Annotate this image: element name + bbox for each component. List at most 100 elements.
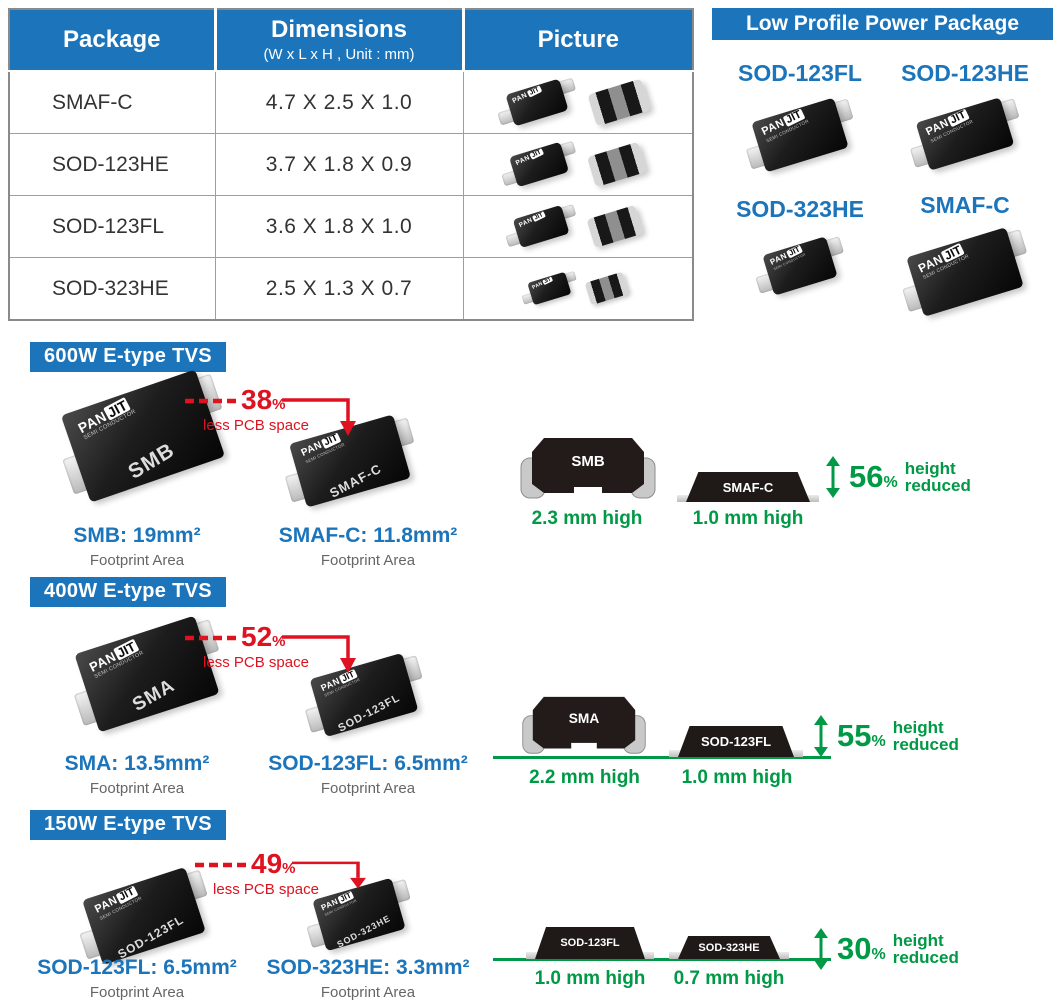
package-photo-bottom-view (586, 141, 647, 188)
package-dimensions-cell: 2.5 X 1.3 X 0.7 (214, 257, 464, 321)
pcb-space-annotation: 52% less PCB space (185, 621, 415, 685)
side-profile-new: SOD-123FL (669, 726, 803, 757)
package-name-cell: SMAF-C (8, 70, 216, 134)
footprint-old: SMB: 19mm² Footprint Area (73, 524, 201, 569)
footprint-old: SMA: 13.5mm² Footprint Area (64, 752, 210, 797)
gullwing-package-profile: SMB (520, 438, 656, 499)
updown-arrow-icon (814, 715, 828, 757)
height-label-old: 1.0 mm high (534, 968, 646, 989)
side-profile-old: SOD-123FL SOD-123FL (526, 927, 654, 959)
space-saving-label: less PCB space (213, 881, 319, 898)
height-reduction-percent: 56% (849, 459, 898, 494)
pcb-space-annotation: 49% less PCB space (195, 848, 425, 912)
height-label-new: 0.7 mm high (673, 968, 785, 989)
col-header-picture: Picture (461, 9, 693, 72)
package-dimensions-cell: 4.7 X 2.5 X 1.0 (214, 70, 464, 134)
package-body (584, 271, 629, 306)
package-name-cell: SOD-123HE (8, 133, 216, 196)
dashed-line (195, 862, 247, 868)
height-label-new: 1.0 mm high (692, 508, 804, 529)
footprint-new: SOD-123FL: 6.5mm² Footprint Area (268, 752, 468, 797)
space-saving-label: less PCB space (203, 417, 309, 434)
arrow-down-icon (282, 635, 356, 673)
section-banner: 150W E-type TVS (30, 810, 226, 840)
col-header-package-label: Package (63, 25, 161, 53)
package-dimensions-cell: 3.6 X 1.8 X 1.0 (214, 195, 464, 258)
height-reduction-percent: 55% (837, 718, 886, 753)
height-label-old: 2.3 mm high (531, 508, 643, 529)
col-header-dimensions-unit: (W x L x H , Unit : mm) (263, 45, 415, 63)
space-saving-percent: 49% (251, 848, 296, 879)
flat-package-profile: SOD-123FL (669, 726, 803, 757)
col-header-package: Package (9, 9, 217, 72)
side-profile-new: SMAF-C (677, 472, 819, 502)
package-photo-bottom-view (584, 271, 629, 306)
height-reduction-label: height reduced (904, 459, 971, 495)
space-saving-percent: 52% (241, 621, 286, 652)
side-profile-new: SOD-323HE (669, 936, 789, 959)
gullwing-package-profile: SMA (522, 696, 646, 754)
flat-package-profile: SOD-123FL (526, 927, 654, 959)
height-reduction-annotation: 56% height reduced (824, 456, 971, 498)
package-dimensions-table: Package Dimensions (W x L x H , Unit : m… (8, 8, 694, 321)
col-header-picture-label: Picture (537, 25, 619, 53)
package-photo-bottom-view (587, 78, 651, 127)
package-marking: SOD-323HE (335, 912, 393, 950)
footprint-old: SOD-123FL: 6.5mm² Footprint Area (37, 956, 237, 1001)
svg-text:SMB: SMB (571, 453, 605, 470)
arrow-down-icon (282, 398, 356, 436)
height-reduction-annotation: 55% height reduced (812, 715, 959, 757)
side-profile-old: SMA SMA (520, 695, 648, 757)
pcb-baseline (493, 958, 831, 961)
package-photo-bottom-view (586, 204, 644, 249)
pcb-baseline (493, 756, 831, 759)
space-saving-label: less PCB space (203, 654, 309, 671)
low-profile-package-label: SMAF-C (920, 192, 1010, 218)
height-reduction-label: height reduced (892, 931, 959, 967)
arrow-down-icon (292, 861, 366, 889)
section-banner: 600W E-type TVS (30, 342, 226, 372)
svg-text:SMA: SMA (569, 710, 599, 726)
package-marking: SOD-123FL (336, 692, 403, 735)
flat-package-profile: SMAF-C (677, 472, 819, 502)
height-label-new: 1.0 mm high (681, 767, 793, 788)
low-profile-package-label: SOD-123HE (901, 60, 1029, 86)
package-body (586, 141, 647, 188)
pcb-space-annotation: 38% less PCB space (185, 384, 415, 448)
low-profile-package-label: SOD-123FL (738, 60, 862, 86)
